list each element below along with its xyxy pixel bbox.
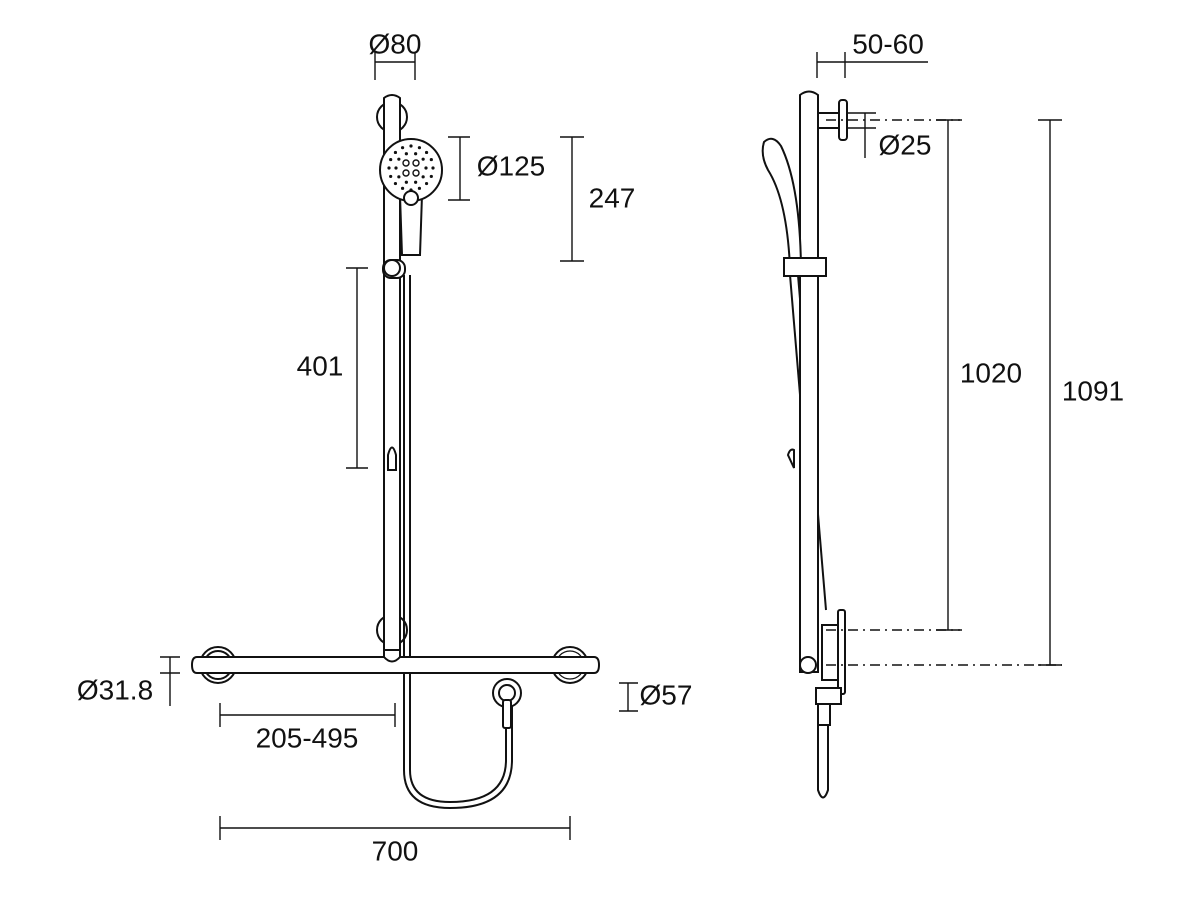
dim-label: 700 xyxy=(372,835,419,866)
dim-bracket-dia: Ø25 xyxy=(864,113,932,160)
center-nozzle xyxy=(412,159,420,167)
dim-label: Ø57 xyxy=(640,679,693,710)
nozzle xyxy=(404,152,408,156)
side-hand-shower xyxy=(761,137,803,269)
nozzle xyxy=(394,166,398,170)
dim-label: Ø25 xyxy=(879,129,932,160)
dim-head-bracket: Ø80 xyxy=(369,28,422,80)
nozzle xyxy=(429,174,433,179)
center-nozzle xyxy=(412,169,420,177)
dim-overall-height: 1091 xyxy=(1038,119,1124,666)
dim-bracket-centres: 1020 xyxy=(936,119,1022,631)
nozzle xyxy=(417,146,422,150)
nozzle xyxy=(424,166,428,170)
nozzle xyxy=(400,146,405,150)
dim-label: 50-60 xyxy=(852,28,924,59)
dim-wall-outlet: Ø57 xyxy=(619,679,693,712)
nozzle xyxy=(397,157,401,161)
nozzle xyxy=(389,174,393,179)
dim-label: 1020 xyxy=(960,357,1022,388)
nozzle xyxy=(414,180,418,184)
hose-retainer xyxy=(387,446,397,471)
nozzle xyxy=(393,181,398,186)
dim-label: 205-495 xyxy=(256,722,359,753)
nozzle xyxy=(431,166,435,170)
dim-label: Ø125 xyxy=(477,150,546,181)
dim-label: 401 xyxy=(297,350,344,381)
side-rail xyxy=(799,90,819,673)
center-nozzle xyxy=(402,159,410,167)
front-view: Ø80 Ø125 247 401 Ø31.8 xyxy=(77,28,693,866)
dim-hand-shower-height: 247 xyxy=(560,136,636,262)
hose xyxy=(403,275,513,810)
side-slider xyxy=(783,257,827,277)
dim-label: 1091 xyxy=(1062,375,1124,406)
nozzle xyxy=(421,157,425,161)
dim-projection: 50-60 xyxy=(816,28,928,78)
dim-label: Ø80 xyxy=(369,28,422,59)
horizontal-grab-bar xyxy=(190,656,601,674)
nozzle xyxy=(387,166,391,170)
nozzle xyxy=(400,186,405,190)
dim-bar-dia: Ø31.8 xyxy=(77,656,180,706)
spray-nozzles xyxy=(387,144,435,192)
nozzle xyxy=(414,152,418,156)
dim-bar-length: 700 xyxy=(219,816,571,866)
side-bar-end xyxy=(799,656,817,674)
side-view: 50-60 Ø25 1020 1091 xyxy=(761,28,1124,799)
spray-selector-button xyxy=(403,190,419,206)
nozzle xyxy=(389,157,393,162)
dim-label: Ø31.8 xyxy=(77,674,153,705)
side-bottom-bracket xyxy=(821,624,839,681)
nozzle xyxy=(404,180,408,184)
nozzle xyxy=(417,186,422,190)
nozzle xyxy=(409,144,413,148)
dim-label: 247 xyxy=(589,182,636,213)
nozzle xyxy=(424,150,429,155)
nozzle xyxy=(429,157,433,162)
dim-hand-shower-dia: Ø125 xyxy=(448,136,546,201)
nozzle xyxy=(424,181,429,186)
center-nozzle xyxy=(402,169,410,177)
nozzle xyxy=(393,150,398,155)
side-hose-loop xyxy=(817,725,829,799)
dim-slide-travel: 401 xyxy=(297,267,368,469)
nozzle xyxy=(397,175,401,179)
dim-rail-position: 205-495 xyxy=(219,703,396,753)
nozzle xyxy=(409,188,413,192)
nozzle xyxy=(421,175,425,179)
